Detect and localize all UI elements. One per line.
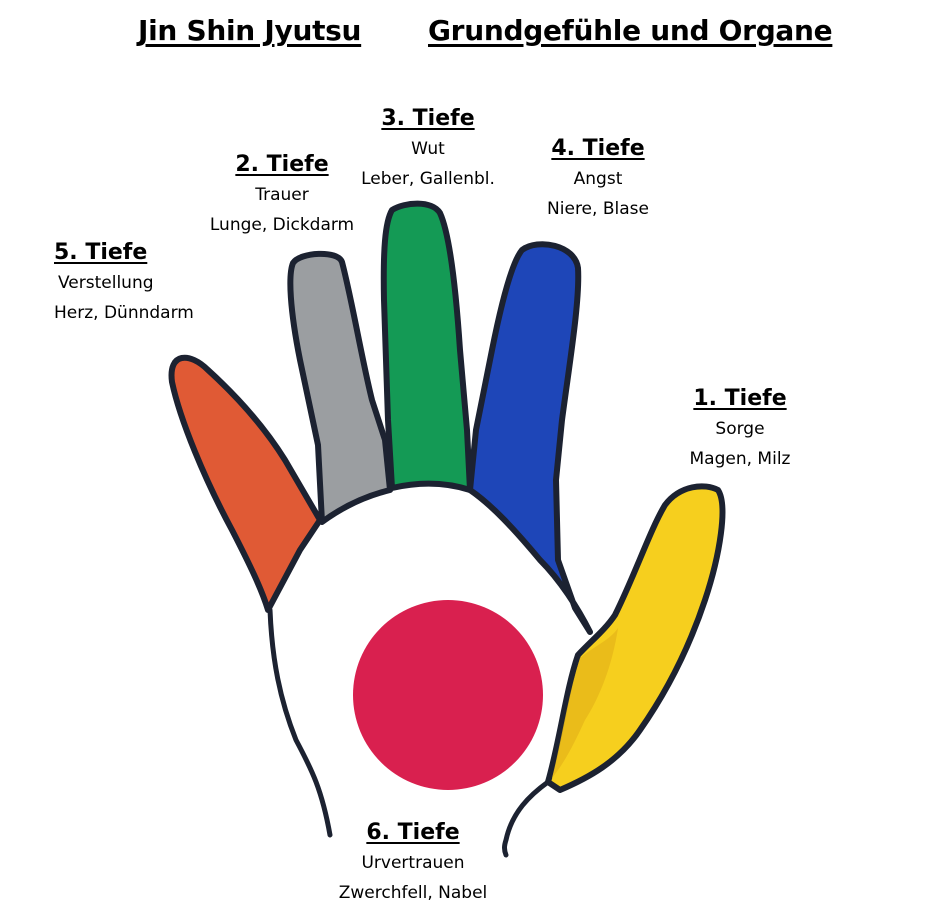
depth-1-heading: 1. Tiefe (693, 386, 787, 411)
depth-5-feeling: Verstellung (58, 273, 154, 293)
depth-5-organs: Herz, Dünndarm (54, 303, 194, 323)
depth-label-4: 4. Tiefe Angst Niere, Blase (518, 134, 678, 224)
depth-4-organs: Niere, Blase (547, 199, 649, 219)
depth-6-heading: 6. Tiefe (366, 820, 460, 845)
middle-finger (380, 200, 473, 493)
depth-label-1: 1. Tiefe Sorge Magen, Milz (640, 384, 840, 474)
depth-3-heading: 3. Tiefe (381, 106, 475, 131)
depth-1-feeling: Sorge (715, 419, 765, 439)
depth-2-feeling: Trauer (255, 185, 309, 205)
depth-label-3: 3. Tiefe Wut Leber, Gallenbl. (348, 104, 508, 194)
hand-outline-right (502, 779, 551, 858)
depth-3-feeling: Wut (411, 139, 445, 159)
depth-2-heading: 2. Tiefe (235, 152, 329, 177)
depth-label-5: 5. Tiefe Verstellung Herz, Dünndarm (40, 238, 230, 328)
title-right: Grundgefühle und Organe (428, 14, 833, 47)
title-left: Jin Shin Jyutsu (138, 14, 362, 47)
thumb (545, 483, 726, 793)
depth-label-6: 6. Tiefe Urvertrauen Zwerchfell, Nabel (306, 818, 520, 908)
depth-3-organs: Leber, Gallenbl. (361, 169, 495, 189)
depth-label-2: 2. Tiefe Trauer Lunge, Dickdarm (182, 150, 382, 240)
depth-4-heading: 4. Tiefe (551, 136, 645, 161)
depth-6-organs: Zwerchfell, Nabel (338, 883, 488, 903)
hand-outline (267, 607, 333, 838)
ring-finger (287, 250, 393, 525)
depth-1-organs: Magen, Milz (689, 449, 791, 469)
palm-circle (353, 600, 543, 790)
depth-2-organs: Lunge, Dickdarm (209, 215, 355, 235)
depth-5-heading: 5. Tiefe (54, 240, 148, 265)
depth-4-feeling: Angst (573, 169, 623, 189)
depth-6-feeling: Urvertrauen (361, 853, 465, 873)
little-finger (168, 354, 323, 613)
index-finger (467, 241, 593, 635)
thumb-shade (552, 628, 618, 778)
